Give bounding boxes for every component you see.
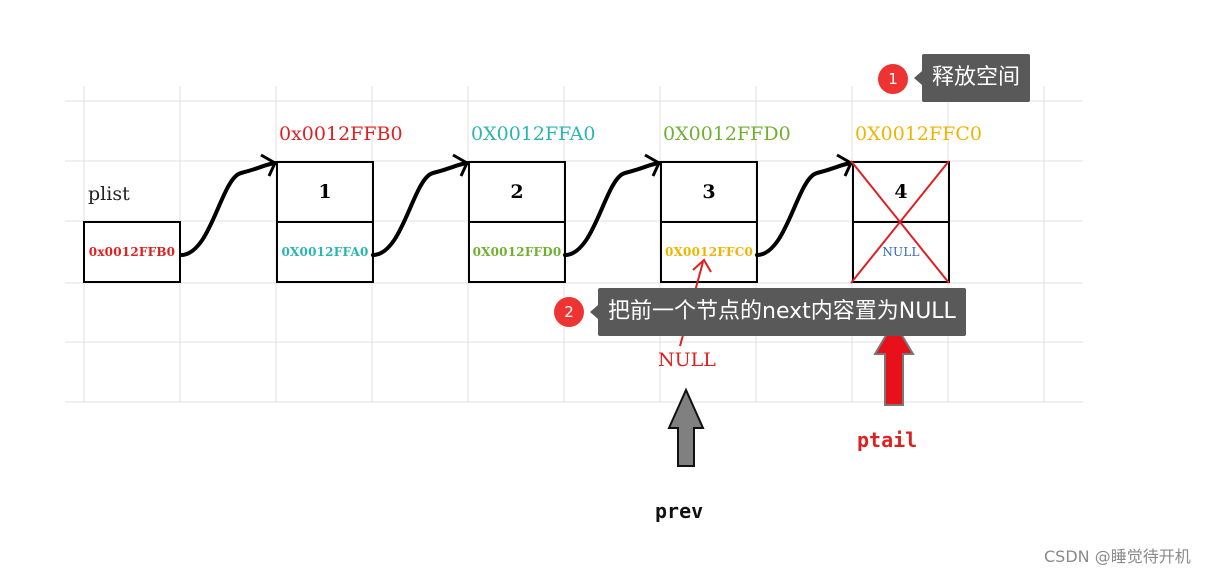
- node-1-next-cell: 0X0012FFA0: [276, 221, 374, 283]
- node-2-value: 2: [510, 181, 524, 203]
- link-arrow-3: [563, 161, 661, 257]
- node-2-next-value: 0X0012FFD0: [472, 245, 562, 259]
- node-4-address: 0X0012FFC0: [855, 123, 982, 145]
- link-arrow-1: [179, 161, 277, 257]
- node-4-value: 4: [894, 181, 908, 203]
- link-arrowhead-1: [260, 153, 277, 177]
- link-arrowhead-2: [452, 153, 469, 177]
- prev-pointer-label: prev: [655, 499, 704, 523]
- step2-badge: 2: [554, 297, 584, 327]
- head-pointer-label: plist: [88, 183, 130, 205]
- watermark: CSDN @睡觉待开机: [1044, 547, 1191, 566]
- link-arrow-4: [755, 161, 853, 257]
- link-arrowhead-3: [644, 153, 661, 177]
- head-pointer-value: 0x0012FFB0: [88, 245, 176, 259]
- node-4-next-value: NULL: [882, 245, 920, 259]
- link-arrowhead-4: [836, 153, 853, 177]
- ptail-pointer-arrow: [873, 320, 915, 406]
- null-pointer-arrowhead: [692, 258, 712, 273]
- node-2-address: 0X0012FFA0: [471, 123, 596, 145]
- node-3-address: 0X0012FFD0: [663, 123, 791, 145]
- node-3-next-value: 0X0012FFC0: [665, 245, 753, 259]
- ptail-pointer-label: ptail: [857, 428, 918, 452]
- node-3-next-cell: 0X0012FFC0: [660, 221, 758, 283]
- prev-pointer-arrow: [667, 387, 705, 467]
- delete-cross-line: [850, 160, 950, 284]
- head-pointer-box: 0x0012FFB0: [83, 221, 181, 283]
- node-1-address: 0x0012FFB0: [279, 123, 403, 145]
- node-1-value: 1: [318, 181, 332, 203]
- node-3-value: 3: [702, 181, 716, 203]
- link-arrow-2: [371, 161, 469, 257]
- step1-badge: 1: [878, 64, 908, 94]
- node-2-next-cell: 0X0012FFD0: [468, 221, 566, 283]
- step1-tooltip: 释放空间: [913, 54, 1031, 102]
- step2-tooltip: 把前一个节点的next内容置为NULL: [590, 288, 966, 336]
- node-1-next-value: 0X0012FFA0: [281, 245, 369, 259]
- null-annotation: NULL: [658, 349, 716, 371]
